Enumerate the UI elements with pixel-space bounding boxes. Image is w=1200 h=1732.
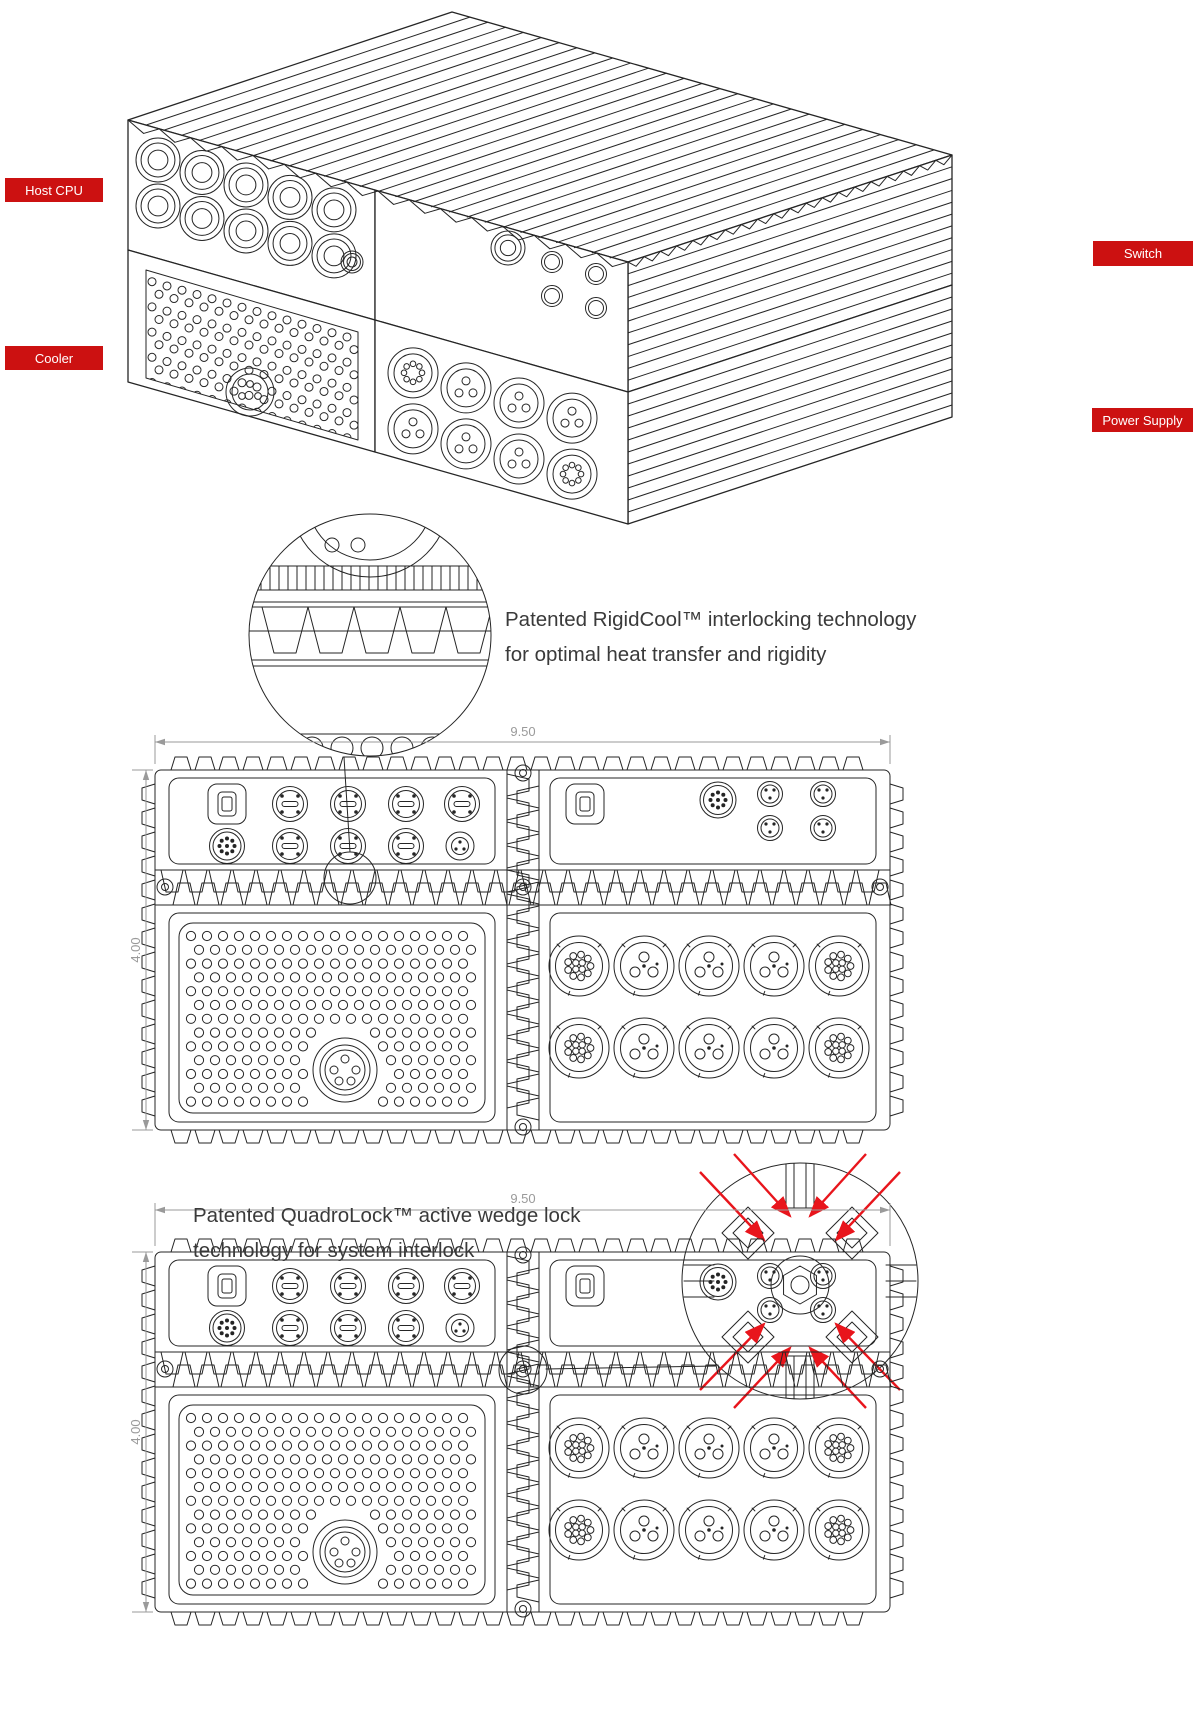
front-panel-drawing-bottom	[141, 1238, 904, 1626]
red-pressure-arrow	[733, 1153, 792, 1218]
dim-height-label-bottom: 4.00	[128, 1419, 143, 1444]
quadrolock-callout-text: Patented QuadroLock™ active wedge lock t…	[193, 1198, 580, 1268]
rigidcool-callout-text: Patented RigidCool™ interlocking technol…	[505, 602, 916, 672]
label-cooler: Cooler	[5, 346, 103, 370]
red-pressure-arrow	[733, 1346, 792, 1409]
quadrolock-target-highlight	[498, 1345, 548, 1395]
rigidcool-callout-line1: Patented RigidCool™ interlocking technol…	[505, 608, 917, 631]
isometric-assembly-view	[127, 11, 953, 525]
quadrolock-callout-line1: Patented QuadroLock™ active wedge lock	[193, 1204, 581, 1227]
quadrolock-callout-line2: technology for system interlock	[193, 1239, 475, 1262]
quadrolock-leader-line	[545, 1365, 717, 1370]
label-switch: Switch	[1093, 241, 1193, 266]
quadrolock-detail-circle	[681, 1153, 919, 1409]
label-host-cpu: Host CPU	[5, 178, 103, 202]
red-pressure-arrow	[699, 1171, 766, 1242]
rigidcool-leader-line	[343, 756, 351, 853]
dimensions-drawing-bottom: 9.50 4.00	[128, 1191, 891, 1613]
rigidcool-callout-line2: for optimal heat transfer and rigidity	[505, 643, 827, 666]
dim-height-label-top: 4.00	[128, 937, 143, 962]
red-pressure-arrow	[808, 1346, 867, 1409]
red-pressure-arrow	[699, 1322, 766, 1391]
dim-width-label-bottom: 9.50	[510, 1191, 535, 1206]
dimensions-drawing-top: 9.50 4.00	[128, 724, 891, 1131]
front-panel-drawing-top	[141, 756, 904, 1144]
red-pressure-arrow	[808, 1153, 867, 1218]
red-pressure-arrow	[834, 1171, 901, 1242]
rigidcool-target-highlight	[323, 851, 377, 905]
dim-width-label-top: 9.50	[510, 724, 535, 739]
label-power-supply: Power Supply	[1092, 408, 1193, 432]
